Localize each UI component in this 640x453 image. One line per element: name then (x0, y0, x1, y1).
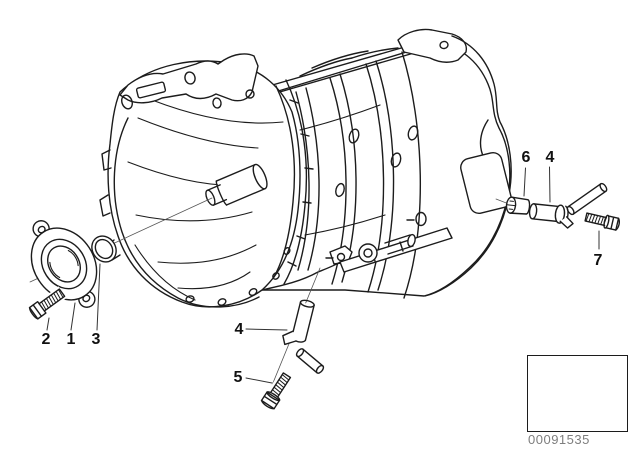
callout-4-right[interactable]: 4 (545, 149, 555, 166)
speed-sensor-part-4-bottom (282, 299, 325, 374)
input-shaft (205, 163, 268, 206)
speed-sensor-part-4-right (528, 182, 608, 229)
callout-leader-lines (46, 166, 600, 384)
diagram-image-code: 00091535 (528, 432, 590, 447)
callout-4-bottom[interactable]: 4 (234, 321, 244, 338)
bolt-part-2 (28, 286, 67, 320)
bell-housing (99, 53, 314, 308)
callout-3[interactable]: 3 (91, 331, 101, 348)
sleeve-part-6 (505, 196, 531, 215)
o-ring-part-3 (91, 235, 117, 263)
callout-1[interactable]: 1 (66, 331, 76, 348)
vehicle-thumbnail-frame (527, 355, 628, 432)
callout-6[interactable]: 6 (521, 149, 531, 166)
callout-5[interactable]: 5 (233, 369, 243, 386)
callout-2[interactable]: 2 (41, 331, 51, 348)
callout-7[interactable]: 7 (593, 252, 603, 269)
bolt-part-5 (260, 371, 294, 410)
seal-cover-part-1 (30, 220, 98, 308)
screw-part-7 (584, 210, 621, 231)
